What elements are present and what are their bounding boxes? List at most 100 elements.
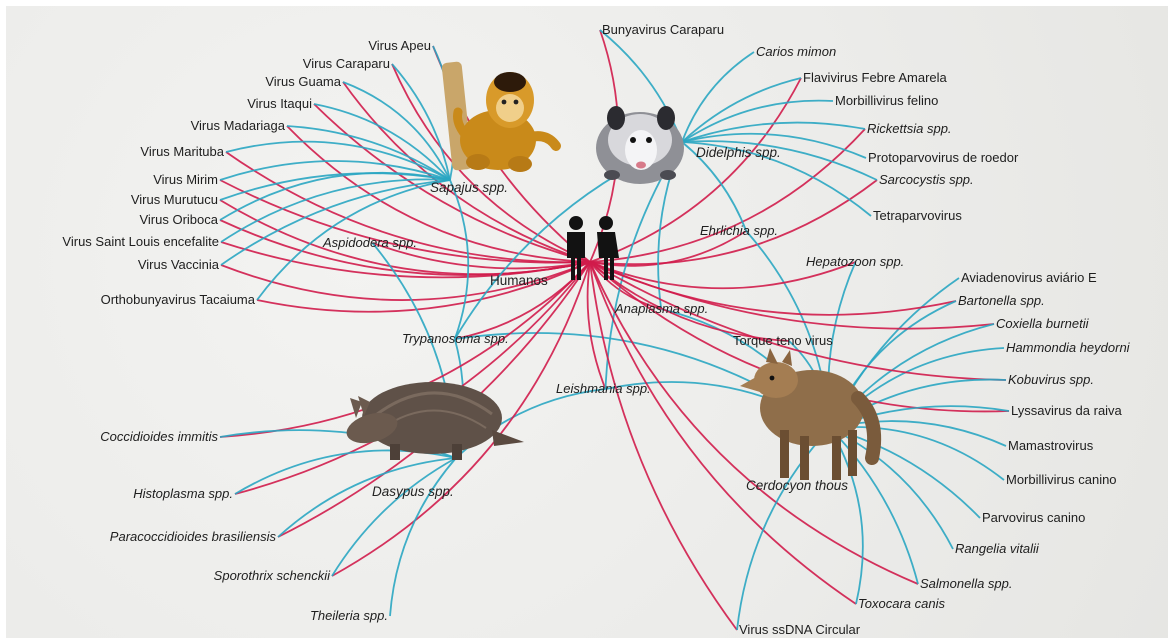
pathogen-label: Bunyavirus Caraparu <box>602 22 724 37</box>
link-humanos-red <box>225 151 591 264</box>
fox-icon <box>740 348 882 480</box>
link-humanos-red <box>372 242 591 270</box>
pathogen-label: Carios mimon <box>756 44 836 59</box>
host-label-didelphis: Didelphis spp. <box>696 145 781 160</box>
link-dasypus-blue <box>389 457 457 617</box>
pathogen-label: Protoparvovirus de roedor <box>868 150 1019 165</box>
pathogen-label: Coccidioides immitis <box>100 429 218 444</box>
pathogen-label: Virus Saint Louis encefalite <box>62 234 219 249</box>
link-humanos-red <box>589 77 802 263</box>
pathogen-label: Virus Vaccinia <box>138 257 220 272</box>
link-humanos-red <box>313 103 591 263</box>
pathogen-label: Morbillivirus felino <box>835 93 938 108</box>
link-humanos-red <box>219 179 591 264</box>
link-didelphis-blue <box>681 132 867 159</box>
pathogen-label: Paracoccidioides brasiliensis <box>110 529 277 544</box>
link-humanos-red <box>589 230 747 267</box>
capuchin-monkey-icon <box>441 61 561 172</box>
pathogen-label: Coxiella burnetii <box>996 316 1090 331</box>
pathogen-label: Kobuvirus spp. <box>1008 372 1094 387</box>
pathogen-label: Trypanosoma spp. <box>402 331 509 346</box>
pathogen-label: Morbillivirus canino <box>1006 472 1117 487</box>
pathogen-label: Anaplasma spp. <box>614 301 708 316</box>
link-sapajus-blue <box>313 103 451 181</box>
link-humanos-red <box>342 81 591 263</box>
link-humanos-red <box>220 241 591 279</box>
link-humanos-red <box>589 261 1007 381</box>
link-humanos-red <box>331 261 591 577</box>
host-label-dasypus: Dasypus spp. <box>372 484 454 499</box>
link-didelphis-blue <box>681 141 872 217</box>
pathogen-label: Flavivirus Febre Amarela <box>803 70 948 85</box>
pathogen-label: Virus Apeu <box>368 38 431 53</box>
link-humanos-red <box>589 128 866 263</box>
link-didelphis-blue <box>681 99 834 143</box>
center-label: Humanos <box>490 273 548 288</box>
pathogen-label: Virus Mirim <box>153 172 218 187</box>
link-humanos-red <box>589 261 738 631</box>
pathogen-label: Virus Caraparu <box>303 56 390 71</box>
link-sapajus-blue <box>219 172 451 221</box>
pathogen-label: Sporothrix schenckii <box>214 568 331 583</box>
pathogen-label: Virus Madariaga <box>191 118 286 133</box>
pathogen-label: Lyssavirus da raiva <box>1011 403 1123 418</box>
link-sapajus-blue <box>220 178 451 243</box>
link-dasypus-blue <box>277 457 457 538</box>
link-sapajus-blue <box>286 125 451 181</box>
pathogen-label: Salmonella spp. <box>920 576 1013 591</box>
link-sapajus-blue <box>391 63 451 181</box>
link-cerdocyon-blue <box>829 427 919 585</box>
pathogen-label: Rickettsia spp. <box>867 121 952 136</box>
link-didelphis-blue <box>681 121 866 143</box>
pathogen-label: Rangelia vitalii <box>955 541 1040 556</box>
link-cerdocyon-blue <box>736 427 831 631</box>
pathogen-label: Theileria spp. <box>310 608 388 623</box>
pathogen-label: Virus Oriboca <box>139 212 218 227</box>
link-humanos-red <box>589 261 662 310</box>
link-dasypus-blue <box>331 457 457 577</box>
pathogen-label: Virus Guama <box>265 74 341 89</box>
link-sapajus-blue <box>219 160 451 181</box>
link-didelphis-blue <box>681 77 802 143</box>
pathogen-label: Virus Marituba <box>140 144 224 159</box>
pathogen-label: Toxocara canis <box>858 596 945 611</box>
pathogen-label: Virus Itaqui <box>247 96 312 111</box>
pathogen-label: Bartonella spp. <box>958 293 1045 308</box>
link-humanos-red <box>286 125 591 263</box>
link-humanos-red <box>589 261 857 605</box>
pathogen-label: Virus Murutucu <box>131 192 218 207</box>
host-label-cerdocyon: Cerdocyon thous <box>746 478 848 493</box>
link-humanos-red <box>589 261 995 330</box>
pathogen-label: Aviadenovirus aviário E <box>961 270 1097 285</box>
pathogen-label: Mamastrovirus <box>1008 438 1094 453</box>
pathogen-label: Parvovirus canino <box>982 510 1085 525</box>
link-humanos-red <box>391 63 591 263</box>
link-humanos-red <box>256 261 591 313</box>
link-sapajus-blue <box>220 179 451 266</box>
pathogen-label: Torque teno virus <box>733 333 833 348</box>
link-sapajus-blue <box>256 179 451 301</box>
link-humanos-red <box>589 179 878 266</box>
link-didelphis-blue <box>681 140 878 181</box>
pathogen-label: Leishmania spp. <box>556 381 651 396</box>
human-pair-icon <box>567 216 619 280</box>
link-didelphis-blue <box>681 141 748 232</box>
pathogen-label: Histoplasma spp. <box>133 486 233 501</box>
link-humanos-red <box>234 261 591 495</box>
pathogen-label: Tetraparvovirus <box>873 208 962 223</box>
opossum-icon <box>596 106 684 184</box>
pathogen-label: Hepatozoon spp. <box>806 254 904 269</box>
host-label-sapajus: Sapajus spp. <box>430 180 508 195</box>
pathogen-label: Aspidodera spp. <box>322 235 417 250</box>
link-humanos-red <box>220 261 591 301</box>
link-sapajus-blue <box>342 81 451 181</box>
pathogen-label: Sarcocystis spp. <box>879 172 974 187</box>
paper-background <box>6 6 1168 638</box>
link-sapajus-blue <box>225 140 451 181</box>
pathogen-label: Orthobunyavirus Tacaiuma <box>101 292 256 307</box>
pathogen-label: Ehrlichia spp. <box>700 223 778 238</box>
armadillo-icon <box>346 382 524 460</box>
